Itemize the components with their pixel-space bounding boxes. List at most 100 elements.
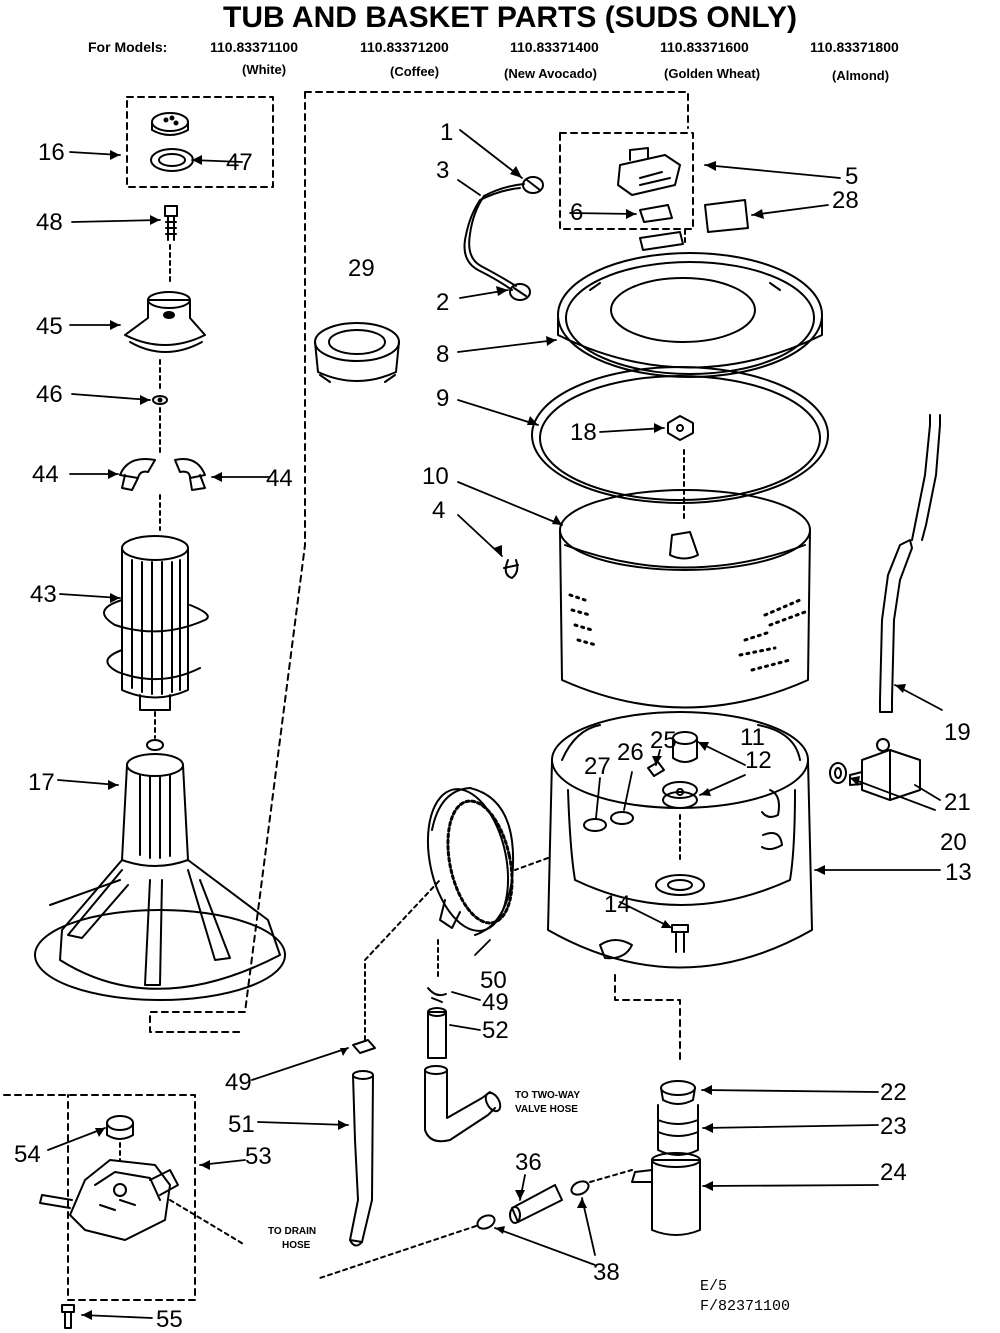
part-18-nut: [667, 415, 694, 441]
part-46-washer: [152, 395, 168, 405]
model-color-2: (Coffee): [390, 64, 439, 79]
model-color-5: (Almond): [832, 68, 889, 83]
part-8-tub-ring: [557, 231, 823, 378]
part-19-hose: [879, 414, 941, 713]
callout-23: 23: [880, 1113, 907, 1140]
hose-to-two-way-valve: [424, 1065, 502, 1143]
callout-44-left: 44: [32, 461, 59, 488]
callout-10: 10: [422, 463, 449, 490]
callout-1: 1: [440, 119, 453, 146]
callout-24: 24: [880, 1159, 907, 1186]
note-two-way-valve-line2: VALVE HOSE: [515, 1104, 578, 1115]
part-28-plate: [704, 199, 749, 233]
part-14-bolt: [671, 924, 689, 953]
callout-12: 12: [745, 747, 772, 774]
callout-43: 43: [30, 581, 57, 608]
part-20-washer: [829, 762, 847, 784]
callout-14: 14: [604, 891, 631, 918]
part-50-filter-housing: [426, 787, 515, 936]
arrowheads: [82, 150, 906, 1320]
callout-2: 2: [436, 289, 449, 316]
part-5-switch: [617, 147, 681, 196]
model-number-1: 110.83371100: [210, 39, 298, 55]
part-49-clamp-lower: [352, 1039, 376, 1054]
frame-tub-outlet: [614, 974, 681, 1061]
part-38-clamp-left: [476, 1214, 496, 1230]
leader-lines: [47, 129, 943, 1319]
note-drain-hose-line2: HOSE: [282, 1240, 311, 1251]
basket-perforations: [568, 593, 807, 672]
callout-4: 4: [432, 497, 445, 524]
footer-line2: F/82371100: [700, 1298, 790, 1315]
part-10-basket: [559, 489, 811, 709]
part-49-clamp-upper: [427, 987, 447, 1003]
callout-52: 52: [482, 1017, 509, 1044]
part-4-clip: [503, 559, 519, 579]
part-23-sleeve: [657, 1104, 699, 1156]
callout-8: 8: [436, 341, 449, 368]
part-53-pump: [39, 1159, 179, 1241]
part-27-plug: [583, 818, 607, 832]
part-38-clamp-right: [570, 1180, 590, 1196]
callout-21: 21: [944, 789, 971, 816]
frame-parts-5-6: [559, 132, 694, 230]
callout-20: 20: [940, 829, 967, 856]
footer-line1: E/5: [700, 1278, 727, 1295]
part-6-pad: [639, 204, 673, 223]
callout-22: 22: [880, 1079, 907, 1106]
header: TUB AND BASKET PARTS (SUDS ONLY) For Mod…: [88, 1, 899, 83]
note-two-way-valve-line1: TO TWO-WAY: [515, 1090, 580, 1101]
callout-55: 55: [156, 1306, 183, 1333]
callout-28: 28: [832, 187, 859, 214]
callout-27: 27: [584, 753, 611, 780]
callout-13: 13: [945, 859, 972, 886]
callout-18: 18: [570, 419, 597, 446]
part-16-cap: [151, 112, 189, 136]
part-13-outer-tub: [547, 711, 813, 969]
page-title: TUB AND BASKET PARTS (SUDS ONLY): [223, 1, 797, 34]
part-45-cap: [124, 291, 206, 353]
part-25-screw: [647, 761, 665, 777]
callout-16: 16: [38, 139, 65, 166]
callout-6: 6: [570, 199, 583, 226]
callout-17: 17: [28, 769, 55, 796]
callout-29: 29: [348, 255, 375, 282]
part-21-valve: [849, 738, 921, 801]
frame-pump-group: [3, 1094, 196, 1301]
part-47-seal: [150, 148, 194, 172]
model-number-4: 110.83371600: [660, 39, 749, 55]
part-29-bearing-cap: [314, 322, 400, 383]
notes: TO TWO-WAY VALVE HOSE TO DRAIN HOSE E/5 …: [268, 1090, 790, 1315]
part-52-hose: [427, 1007, 447, 1059]
part-36-hose: [509, 1184, 563, 1224]
part-55-screw: [61, 1304, 75, 1329]
callout-3: 3: [436, 157, 449, 184]
callout-50: 50: [480, 967, 507, 994]
part-44-dog-left: [119, 458, 156, 491]
frame-parts-16-47: [126, 96, 274, 188]
callout-46: 46: [36, 381, 63, 408]
callout-49-lower: 49: [225, 1069, 252, 1096]
models-prefix: For Models:: [88, 39, 167, 55]
callout-54: 54: [14, 1141, 41, 1168]
part-43-auger: [103, 535, 209, 711]
callout-38: 38: [593, 1259, 620, 1286]
callout-11: 11: [740, 724, 765, 751]
callout-9: 9: [436, 385, 449, 412]
part-12-seal: [662, 781, 698, 809]
part-1-clip: [522, 176, 544, 194]
part-17-agitator: [34, 739, 286, 1001]
callout-44-right: 44: [266, 465, 293, 492]
callout-51: 51: [228, 1111, 255, 1138]
model-number-3: 110.83371400: [510, 39, 599, 55]
callout-49-upper: 49: [482, 989, 509, 1016]
callout-25: 25: [650, 727, 677, 754]
model-color-3: (New Avocado): [504, 66, 597, 81]
callout-53: 53: [245, 1143, 272, 1170]
model-color-4: (Golden Wheat): [664, 66, 760, 81]
frame-agitator-column: [149, 91, 689, 1033]
callout-48: 48: [36, 209, 63, 236]
model-number-2: 110.83371200: [360, 39, 449, 55]
callout-45: 45: [36, 313, 63, 340]
